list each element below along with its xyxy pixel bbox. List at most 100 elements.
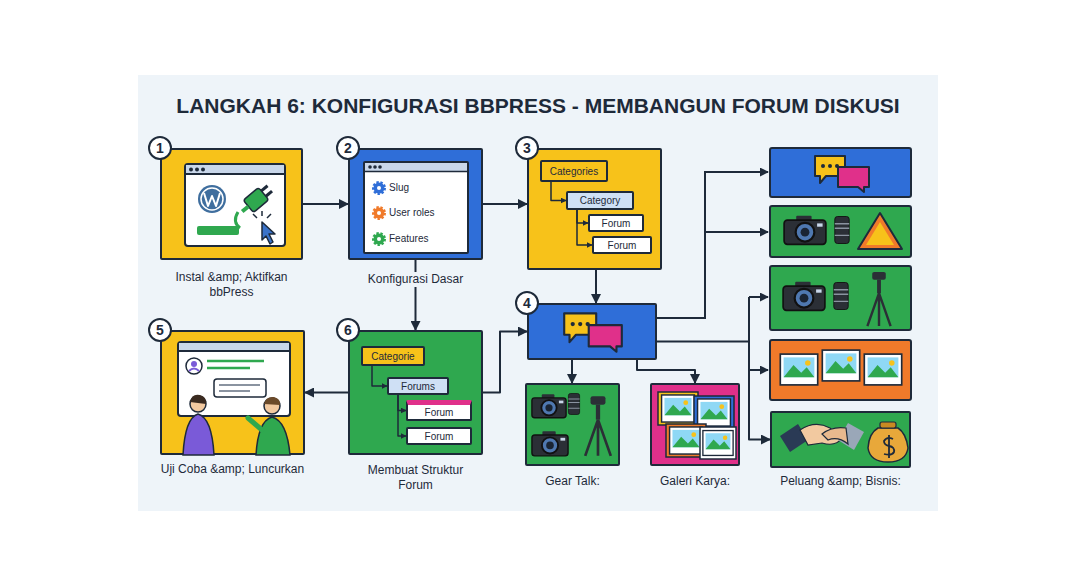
icon-box	[858, 213, 902, 249]
people-figures	[248, 418, 262, 430]
step-number: 2	[336, 136, 360, 160]
money-bag	[868, 422, 908, 462]
forum-window	[191, 361, 197, 367]
forum-box: Forum	[592, 236, 652, 254]
connector-arrow	[551, 182, 566, 201]
panel-header	[364, 163, 468, 172]
icon-box	[770, 340, 911, 400]
wordpress-window	[185, 164, 285, 246]
box-label: Forum	[408, 429, 470, 443]
photo-gallery	[700, 427, 736, 459]
icon-box	[770, 206, 911, 257]
camera-gear	[532, 394, 566, 417]
handshake-icon	[822, 428, 848, 444]
forum-window	[178, 342, 290, 416]
box-label: Categories	[542, 162, 606, 180]
handshake-icon	[800, 424, 842, 445]
wordpress-window	[189, 168, 193, 172]
step-number: 3	[515, 136, 539, 160]
connector-arrow	[577, 210, 588, 223]
diagram-title: LANGKAH 6: KONFIGURASI BBPRESS - MEMBANG…	[138, 94, 938, 118]
handshake-icon	[838, 423, 864, 450]
plugin-plug	[235, 212, 240, 228]
money-bag	[884, 435, 894, 458]
gear-icon	[374, 234, 385, 245]
box-label: Categorie	[363, 348, 423, 364]
category-tab: Categorie	[361, 346, 425, 366]
topic-box: Galeri Karya:	[650, 383, 740, 466]
forum-window	[186, 358, 202, 374]
connector-arrow	[303, 203, 348, 205]
connector-arrow	[372, 366, 387, 386]
plugin-plug	[243, 187, 269, 212]
chat-bubbles	[564, 313, 622, 351]
connector-arrow	[415, 260, 417, 330]
icon-box	[866, 222, 894, 245]
photo-gallery	[670, 427, 703, 454]
icon-box	[770, 148, 911, 197]
connector-arrow	[571, 360, 573, 383]
people-figures	[190, 395, 206, 404]
wordpress-logo	[201, 188, 223, 210]
panel-header	[364, 171, 468, 173]
connector-arrow	[398, 395, 406, 411]
step-caption: Galeri Karya:	[645, 474, 745, 489]
panel-header	[373, 165, 377, 169]
activate-button	[197, 226, 239, 235]
plugin-plug	[237, 182, 275, 217]
connector-arrow	[305, 392, 348, 394]
setting-item: Slug	[389, 182, 409, 194]
icon-box	[784, 216, 826, 245]
forum-window	[207, 361, 264, 368]
category-tab: Categories	[540, 160, 608, 182]
panel-header	[365, 163, 467, 171]
step-number: 6	[336, 318, 360, 342]
wordpress-window	[185, 164, 285, 246]
forum-window	[178, 342, 290, 416]
gear-icon	[377, 186, 381, 190]
setting-item: User roles	[389, 207, 435, 219]
step-caption: Instal &amp; Aktifkan bbPress	[174, 270, 289, 300]
wordpress-window	[201, 168, 205, 172]
topic-box: Gear Talk:	[525, 383, 620, 466]
connector-arrow	[595, 270, 597, 303]
gear-icon	[374, 208, 385, 219]
setting-item: Features	[389, 233, 428, 245]
box-label: Category	[568, 193, 632, 208]
plugin-plug	[242, 206, 248, 211]
step-number: 4	[515, 291, 539, 315]
people-figures	[183, 395, 290, 455]
forum-window	[214, 379, 266, 397]
fanout-arrows	[749, 296, 768, 298]
camera-gear	[532, 394, 611, 456]
icon-box	[867, 272, 890, 326]
box-label: Forum	[590, 216, 642, 230]
icon-box	[822, 350, 859, 381]
photo-gallery	[666, 424, 706, 457]
people-figures	[190, 396, 206, 412]
connector-arrow	[657, 342, 770, 440]
step-number: 1	[148, 136, 172, 160]
chat-bubbles	[564, 313, 622, 351]
icon-box	[770, 266, 911, 330]
gear-icon	[377, 237, 381, 241]
icon-box	[834, 283, 848, 310]
box-label: Forums	[389, 379, 447, 393]
panel-header	[368, 165, 372, 169]
handshake-icon	[780, 423, 864, 452]
fanout-arrows	[705, 231, 768, 233]
forum-window	[179, 343, 289, 351]
connector-arrow	[398, 395, 406, 436]
step-box: 2Konfigurasi DasarSlugUser rolesFeatures	[348, 148, 483, 260]
money-bag	[880, 422, 896, 428]
settings-panel: SlugUser rolesFeatures	[363, 161, 469, 254]
panel-header	[378, 165, 382, 169]
activate-button	[197, 226, 239, 235]
gear-icon	[374, 183, 385, 194]
connector-arrow	[577, 210, 592, 245]
icon-box	[783, 282, 825, 311]
step-box: 3CategoriesCategoryForumForum	[527, 148, 662, 270]
fanout-arrows	[748, 297, 750, 360]
